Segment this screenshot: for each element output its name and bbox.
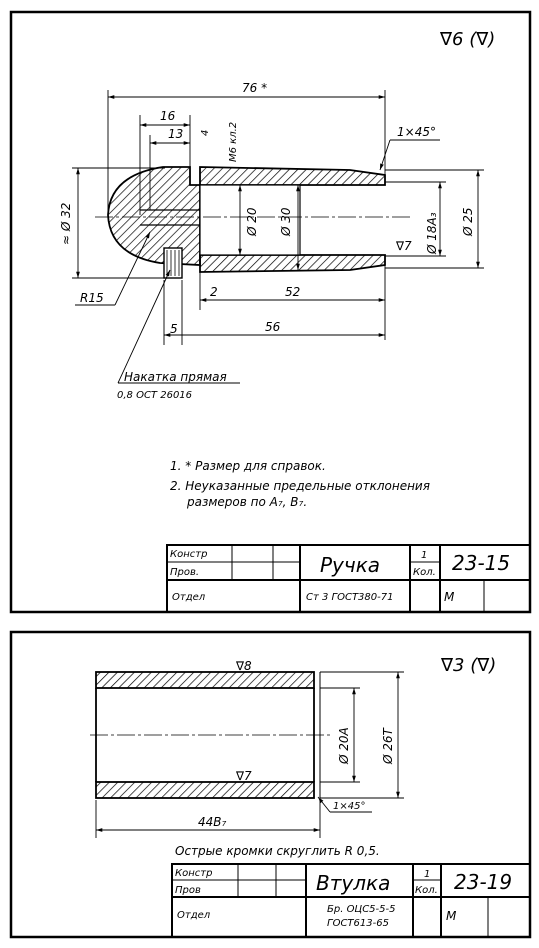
tb1-otdel: Отдел	[172, 592, 206, 603]
sheet2-roughness: ∇3 (∇)	[440, 655, 496, 676]
tb2-scale: М	[446, 909, 457, 923]
dim-thread: M6 кл.2	[228, 122, 239, 162]
knob-section	[107, 166, 201, 266]
dim-dia20: Ø 20	[245, 207, 259, 237]
tb2-material-1: Бр. ОЦС5-5-5	[327, 904, 396, 915]
dim-13: 13	[168, 127, 183, 141]
dim-rough7-b: ∇7	[235, 769, 252, 783]
title-block-2	[171, 863, 531, 938]
dim-dia32: ≈ Ø 32	[59, 203, 73, 245]
tb2-number: 23-19	[454, 870, 512, 894]
title-block-1	[166, 544, 531, 613]
note-2: 2. Неуказанные предельные отклонения	[170, 479, 430, 493]
sheet-bushing: ∇3 (∇) ∇8 ∇7 Ø 20A Ø 26T 1×45° 44B₇	[9, 630, 532, 939]
tb2-otdel: Отдел	[177, 910, 211, 921]
tb2-material-2: ГОСТ613-65	[327, 918, 389, 929]
tb1-qty: 1	[421, 550, 427, 561]
dim-5: 5	[170, 322, 178, 336]
dim-4: 4	[200, 130, 211, 136]
bushing-part	[95, 671, 321, 799]
dim-dia20a: Ø 20A	[337, 727, 351, 765]
sheet-handle: ∇6 (∇)	[9, 10, 532, 614]
tb2-prov: Пров	[175, 885, 201, 896]
note-1: 1. * Размер для справок.	[170, 459, 326, 473]
dim-dia25: Ø 25	[461, 207, 475, 237]
bushing-wall-top	[95, 671, 315, 689]
sheet1-roughness: ∇6 (∇)	[439, 29, 495, 50]
tb1-qty-label: Кол.	[413, 567, 436, 578]
dim-dia18: Ø 18A₃	[425, 212, 439, 255]
bushing-wall-bottom	[95, 781, 315, 799]
dim-16: 16	[160, 109, 176, 123]
dim-r15: R15	[80, 291, 104, 305]
tube-wall-bottom	[199, 254, 386, 273]
knurl-spec: 0,8 ОСТ 26016	[117, 390, 192, 401]
tb1-name: Ручка	[320, 553, 380, 577]
note-3: размеров по A₇, B₇.	[186, 495, 307, 509]
dim-chamfer-b: 1×45°	[333, 801, 365, 812]
dim-rough7: ∇7	[395, 239, 412, 253]
tube-wall-top	[199, 166, 386, 186]
handle-part	[107, 166, 386, 279]
dim-76: 76 *	[242, 81, 267, 95]
dim-chamfer: 1×45°	[397, 125, 436, 139]
dim-56: 56	[265, 320, 281, 334]
dim-dia30: Ø 30	[279, 207, 293, 237]
tb1-scale: М	[444, 590, 455, 604]
dim-52: 52	[285, 285, 300, 299]
tb1-number: 23-15	[452, 551, 510, 575]
dim-length: 44B₇	[198, 815, 227, 829]
tb1-konstr: Констр	[170, 549, 207, 560]
tb1-prov: Пров.	[170, 567, 199, 578]
knurl-label: Накатка прямая	[124, 370, 227, 384]
tb2-qty: 1	[424, 869, 430, 880]
tb2-name: Втулка	[316, 871, 390, 895]
tb1-material: Ст 3 ГОСТ380-71	[306, 592, 393, 603]
dim-2: 2	[210, 285, 218, 299]
dim-rough8: ∇8	[235, 659, 252, 673]
dim-dia26t: Ø 26T	[381, 726, 395, 765]
tb2-konstr: Констр	[175, 868, 212, 879]
sheet1-frame	[9, 10, 532, 614]
note-edges: Острые кромки скруглить R 0,5.	[175, 844, 380, 858]
tb2-qty-label: Кол.	[415, 885, 438, 896]
